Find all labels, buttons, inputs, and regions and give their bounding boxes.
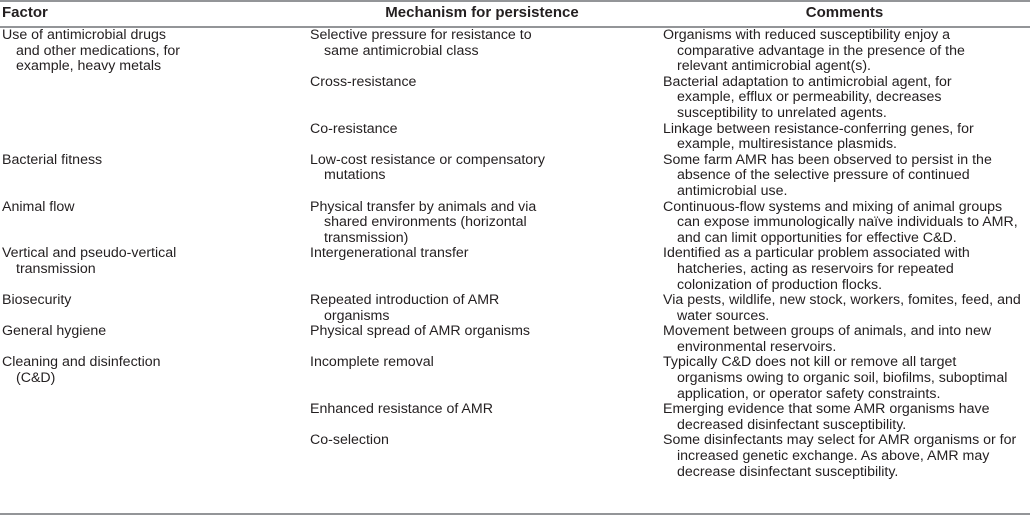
cell-mechanism: Low-cost resistance or compensatory muta… [310,151,545,184]
cell-comments: Bacterial adaptation to antimicrobial ag… [663,73,952,121]
cell-comments: Some farm AMR has been observed to persi… [663,151,992,199]
cell-comments: Some disinfectants may select for AMR or… [663,432,1017,480]
table-row: Biosecurity Repeated introduction of AMR… [0,292,1030,324]
cell-comments: Emerging evidence that some AMR organism… [663,401,990,433]
table-header: Factor Mechanism for persistence Comment… [0,2,1030,26]
table-row: Co-selection Some disinfectants may sele… [0,433,1030,480]
cell-factor: Cleaning and disinfection (C&D) [2,354,161,387]
cell-factor: Vertical and pseudo-vertical transmissio… [2,245,177,277]
cell-factor [0,75,305,122]
cell-factor [0,122,305,153]
cell-factor: Bacterial fitness [2,151,103,168]
cell-comments: Typically C&D does not kill or remove al… [663,354,1008,402]
cell-mechanism: Cross-resistance [310,73,417,90]
persistence-factors-body: Use of antimicrobial drugs and other med… [0,27,1030,480]
cell-mechanism: Co-selection [310,432,389,449]
table-row: Animal flow Physical transfer by animals… [0,198,1030,247]
cell-mechanism: Physical transfer by animals and via sha… [310,198,537,246]
cell-mechanism: Physical spread of AMR organisms [310,323,530,340]
cell-comments: Continuous-flow systems and mixing of an… [663,198,1018,246]
cell-factor [0,433,305,480]
cell-mechanism: Enhanced resistance of AMR [310,401,493,418]
table-row: Vertical and pseudo-vertical transmissio… [0,246,1030,293]
cell-mechanism: Co-resistance [310,120,398,137]
header-row: Factor Mechanism for persistence Comment… [0,2,1030,26]
cell-comments: Linkage between resistance-conferring ge… [663,120,974,153]
header-rule [0,26,1030,28]
cell-factor: Biosecurity [2,292,72,309]
table-row: Cleaning and disinfection (C&D) Incomple… [0,355,1030,402]
table-row: Use of antimicrobial drugs and other med… [0,27,1030,75]
table-row: Bacterial fitness Low-cost resistance or… [0,151,1030,200]
table-row: Cross-resistance Bacterial adaptation to… [0,73,1030,122]
table-body: Use of antimicrobial drugs and other med… [0,27,1030,480]
table-top-rule [0,0,1030,2]
table-row: Enhanced resistance of AMR Emerging evid… [0,401,1030,433]
cell-mechanism: Repeated introduction of AMR organisms [310,292,500,324]
cell-factor: General hygiene [2,323,107,340]
column-header-factor: Factor [2,4,48,21]
cell-comments: Via pests, wildlife, new stock, workers,… [663,292,1021,324]
cell-factor: Animal flow [2,198,75,215]
cell-mechanism: Intergenerational transfer [310,245,469,262]
cell-comments: Organisms with reduced susceptibility en… [663,27,965,75]
column-header-mechanism: Mechanism for persistence [385,4,579,21]
table-bottom-rule [0,513,1030,515]
persistence-factors-table: Factor Mechanism for persistence Comment… [0,2,1030,26]
cell-comments: Identified as a particular problem assoc… [663,245,970,293]
cell-mechanism: Incomplete removal [310,354,434,371]
cell-factor: Use of antimicrobial drugs and other med… [2,27,181,75]
column-header-comments: Comments [805,4,884,21]
cell-factor [0,402,305,433]
cell-comments: Movement between groups of animals, and … [663,323,992,355]
table-row: Co-resistance Linkage between resistance… [0,120,1030,153]
cell-mechanism: Selective pressure for resistance to sam… [310,27,532,59]
table-row: General hygiene Physical spread of AMR o… [0,323,1030,355]
